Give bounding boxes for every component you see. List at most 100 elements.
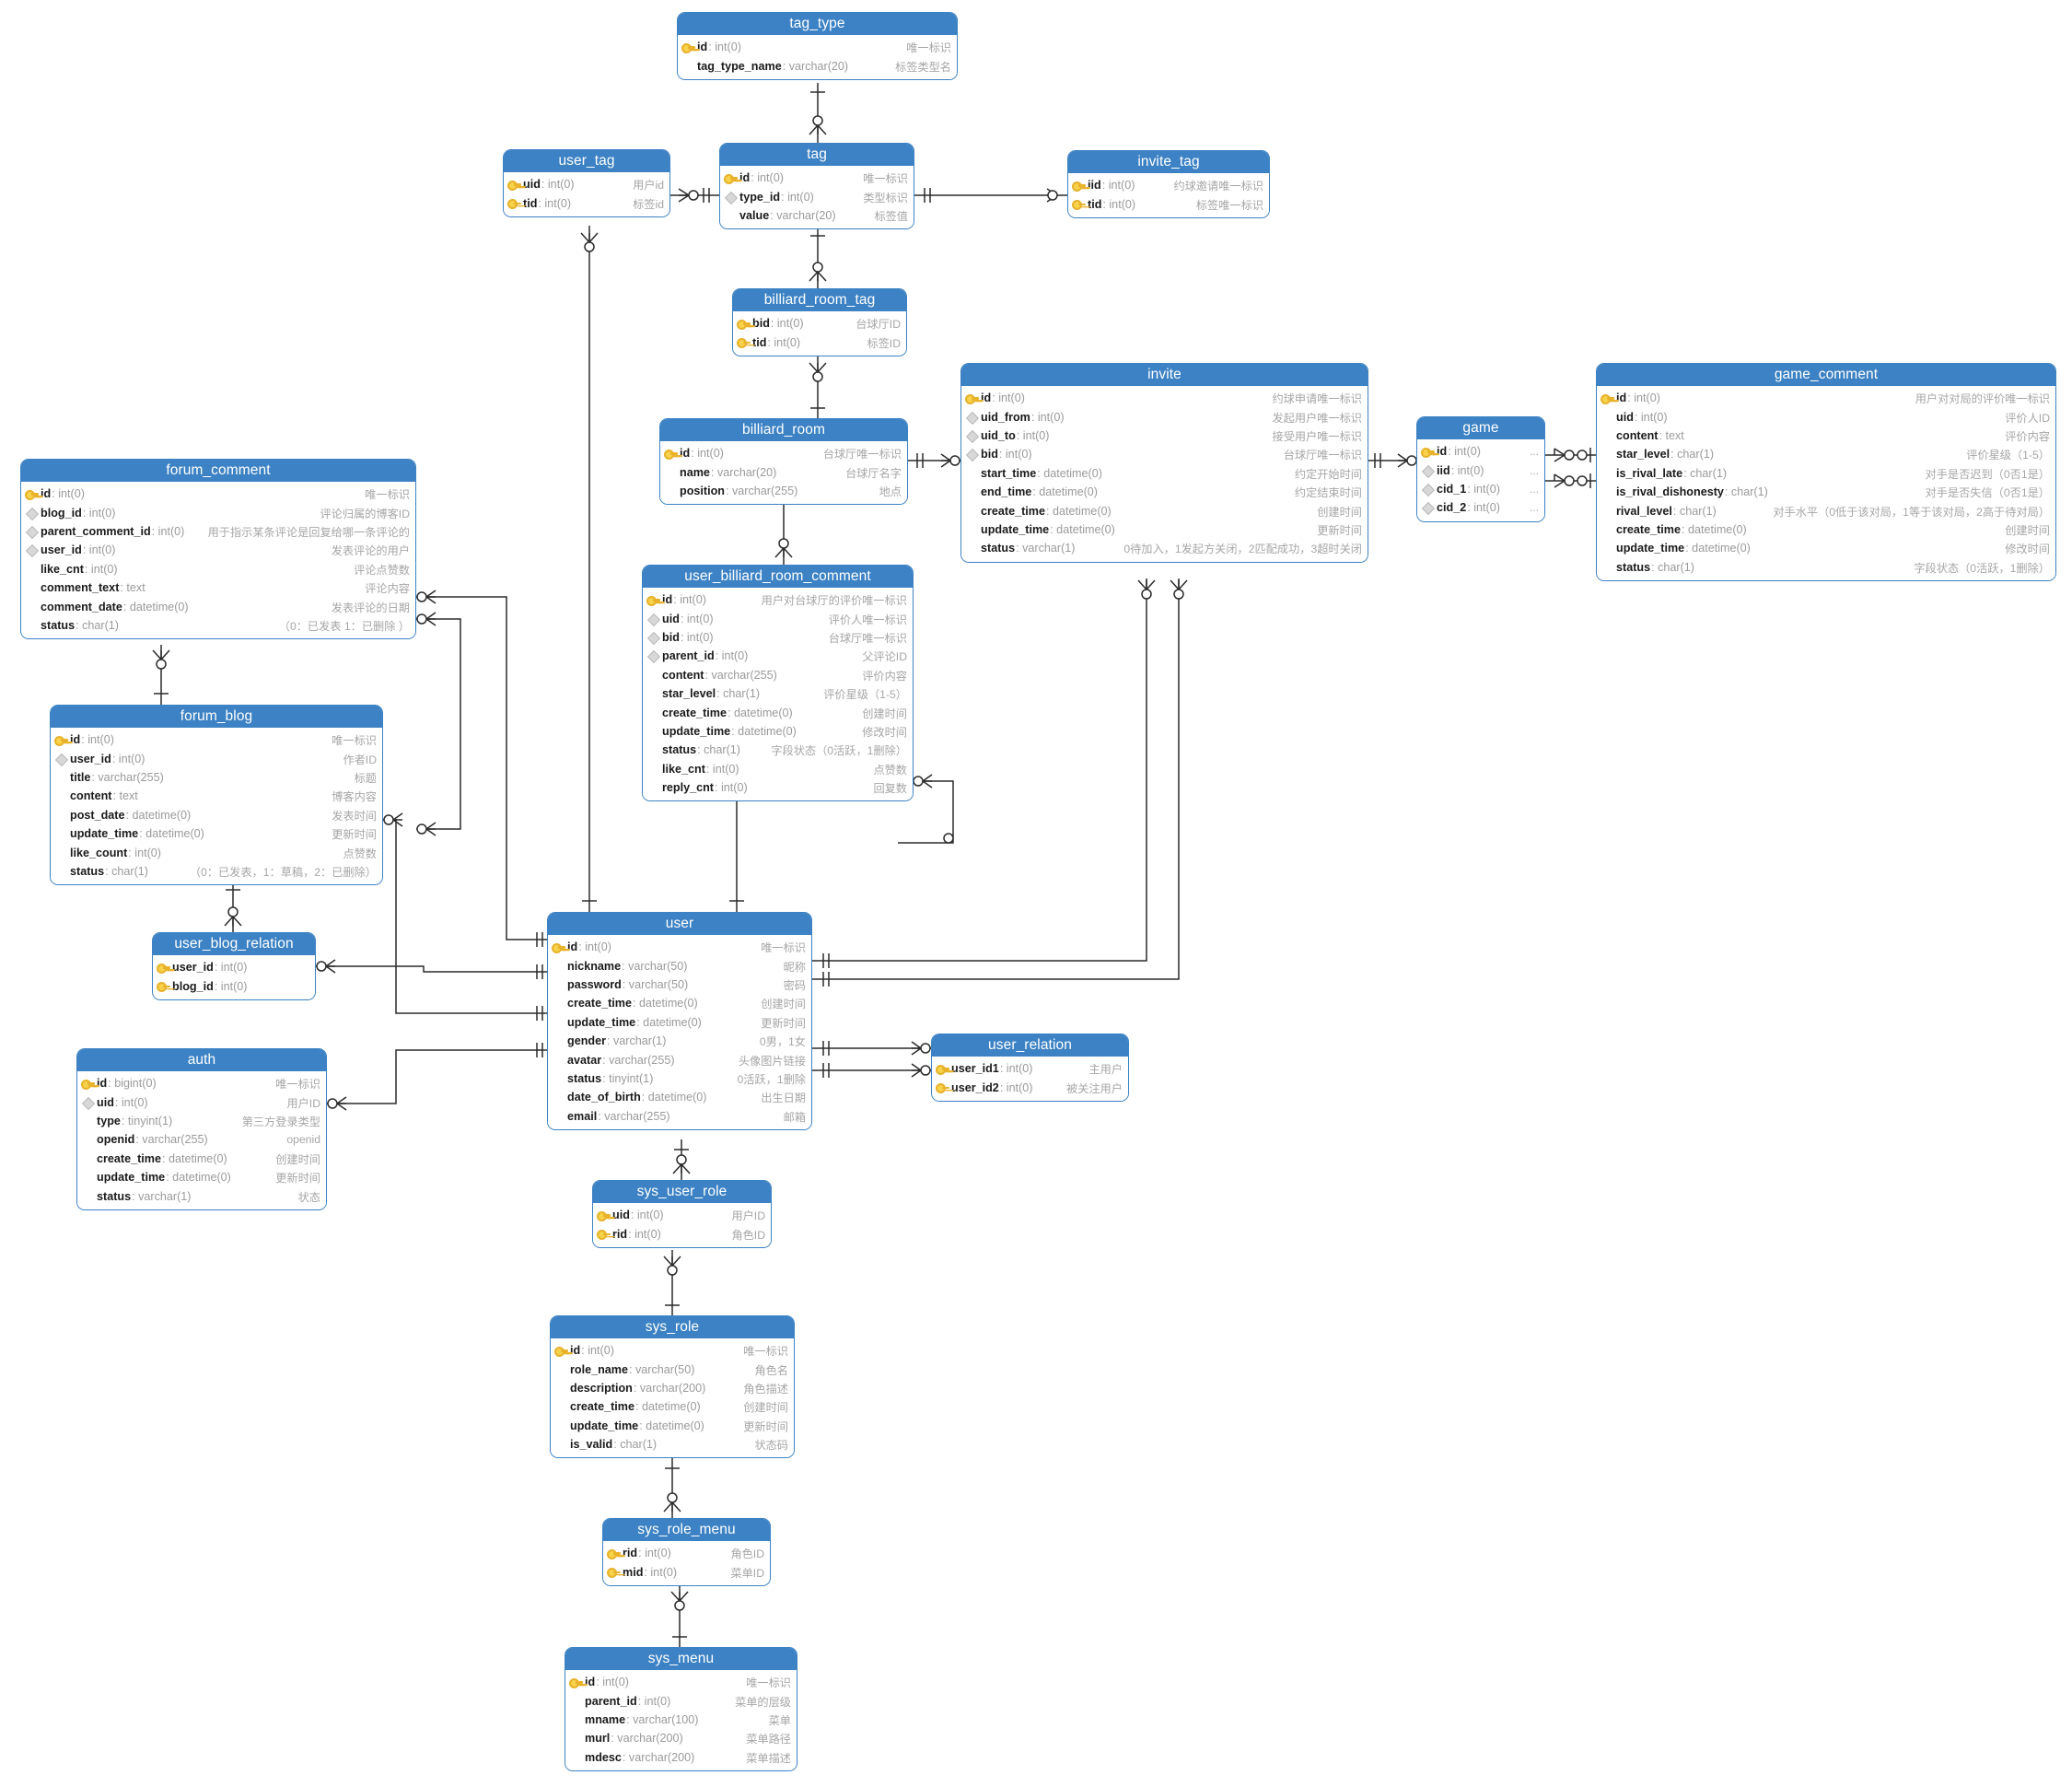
- attribute-row[interactable]: password: varchar(50)密码: [548, 975, 811, 994]
- attribute-row[interactable]: tag_type_name: varchar(20)标签类型名: [678, 56, 957, 75]
- attribute-row[interactable]: blog_id: int(0): [153, 976, 315, 995]
- attribute-row[interactable]: star_level: char(1)评价星级（1-5）: [1597, 445, 2055, 463]
- attribute-row[interactable]: uid: int(0)评价人ID: [1597, 407, 2055, 426]
- attribute-row[interactable]: bid: int(0)台球厅唯一标识: [961, 445, 1368, 463]
- attribute-row[interactable]: id: int(0)唯一标识: [551, 1341, 794, 1360]
- attribute-row[interactable]: iid: int(0)约球邀请唯一标识: [1068, 176, 1269, 194]
- attribute-row[interactable]: rid: int(0)角色ID: [603, 1544, 770, 1562]
- attribute-row[interactable]: id: int(0)...: [1417, 442, 1544, 461]
- attribute-row[interactable]: reply_cnt: int(0)回复数: [643, 778, 913, 797]
- attribute-row[interactable]: parent_comment_id: int(0)用于指示某条评论是回复给哪一条…: [21, 522, 415, 541]
- attribute-row[interactable]: email: varchar(255)邮箱: [548, 1107, 811, 1126]
- attribute-row[interactable]: update_time: datetime(0)更新时间: [961, 520, 1368, 539]
- attribute-row[interactable]: star_level: char(1)评价星级（1-5）: [643, 684, 913, 703]
- attribute-row[interactable]: id: int(0)唯一标识: [678, 38, 957, 56]
- attribute-row[interactable]: id: bigint(0)唯一标识: [77, 1074, 326, 1092]
- attribute-row[interactable]: status: char(1)（0：已发表 1：已删除 ）: [21, 616, 415, 635]
- attribute-row[interactable]: start_time: datetime(0)约定开始时间: [961, 464, 1368, 483]
- attribute-row[interactable]: rid: int(0)角色ID: [593, 1224, 771, 1243]
- attribute-row[interactable]: position: varchar(255)地点: [660, 482, 907, 500]
- attribute-row[interactable]: type: tinyint(1)第三方登录类型: [77, 1112, 326, 1130]
- attribute-row[interactable]: murl: varchar(200)菜单路径: [565, 1729, 797, 1747]
- attribute-row[interactable]: update_time: datetime(0)更新时间: [77, 1168, 326, 1186]
- attribute-row[interactable]: uid_to: int(0)接受用户唯一标识: [961, 426, 1368, 445]
- attribute-row[interactable]: user_id2: int(0)被关注用户: [932, 1078, 1128, 1096]
- attribute-row[interactable]: name: varchar(20)台球厅名字: [660, 462, 907, 481]
- attribute-row[interactable]: role_name: varchar(50)角色名: [551, 1360, 794, 1378]
- attribute-row[interactable]: user_id: int(0)作者ID: [51, 749, 382, 767]
- attribute-row[interactable]: tid: int(0)标签ID: [733, 333, 906, 351]
- attribute-row[interactable]: update_time: datetime(0)修改时间: [643, 722, 913, 741]
- attribute-row[interactable]: id: int(0)唯一标识: [565, 1673, 797, 1691]
- attribute-row[interactable]: id: int(0)唯一标识: [51, 730, 382, 749]
- attribute-row[interactable]: parent_id: int(0)父评论ID: [643, 647, 913, 665]
- attribute-row[interactable]: iid: int(0)...: [1417, 461, 1544, 479]
- attribute-row[interactable]: is_rival_dishonesty: char(1)对手是否失信（0否1是）: [1597, 483, 2055, 501]
- attribute-row[interactable]: update_time: datetime(0)更新时间: [51, 824, 382, 843]
- attribute-row[interactable]: status: char(1)（0：已发表，1：草稿，2：已删除）: [51, 862, 382, 881]
- attribute-row[interactable]: title: varchar(255)标题: [51, 768, 382, 787]
- attribute-row[interactable]: user_id: int(0)发表评论的用户: [21, 541, 415, 559]
- attribute-row[interactable]: comment_date: datetime(0)发表评论的日期: [21, 597, 415, 615]
- attribute-row[interactable]: user_id1: int(0)主用户: [932, 1059, 1128, 1078]
- attribute-row[interactable]: like_cnt: int(0)评论点赞数: [21, 560, 415, 578]
- attribute-row[interactable]: mdesc: varchar(200)菜单描述: [565, 1748, 797, 1767]
- attribute-row[interactable]: create_time: datetime(0)创建时间: [77, 1150, 326, 1168]
- attribute-row[interactable]: status: varchar(1)0待加入，1发起方关闭，2匹配成功，3超时关…: [961, 539, 1368, 557]
- attribute-row[interactable]: user_id: int(0): [153, 958, 315, 976]
- attribute-row[interactable]: id: int(0)台球厅唯一标识: [660, 444, 907, 462]
- attribute-row[interactable]: is_rival_late: char(1)对手是否迟到（0否1是）: [1597, 464, 2055, 483]
- attribute-row[interactable]: id: int(0)唯一标识: [21, 485, 415, 503]
- attribute-row[interactable]: id: int(0)用户对台球厅的评价唯一标识: [643, 590, 913, 609]
- attribute-row[interactable]: update_time: datetime(0)修改时间: [1597, 539, 2055, 557]
- attribute-row[interactable]: description: varchar(200)角色描述: [551, 1379, 794, 1397]
- attribute-row[interactable]: uid: int(0)用户ID: [77, 1092, 326, 1111]
- attribute-row[interactable]: uid: int(0)用户id: [504, 175, 669, 193]
- attribute-row[interactable]: like_count: int(0)点赞数: [51, 843, 382, 861]
- attribute-row[interactable]: status: varchar(1)状态: [77, 1186, 326, 1205]
- attribute-row[interactable]: update_time: datetime(0)更新时间: [551, 1417, 794, 1435]
- attribute-row[interactable]: bid: int(0)台球厅ID: [733, 314, 906, 333]
- attribute-row[interactable]: value: varchar(20)标签值: [720, 206, 914, 225]
- attribute-row[interactable]: date_of_birth: datetime(0)出生日期: [548, 1088, 811, 1106]
- attribute-row[interactable]: type_id: int(0)类型标识: [720, 187, 914, 205]
- attribute-row[interactable]: post_date: datetime(0)发表时间: [51, 806, 382, 824]
- attribute-row[interactable]: like_cnt: int(0)点赞数: [643, 760, 913, 778]
- attribute-row[interactable]: uid: int(0)用户ID: [593, 1206, 771, 1224]
- attribute-row[interactable]: bid: int(0)台球厅唯一标识: [643, 628, 913, 647]
- attribute-row[interactable]: id: int(0)唯一标识: [548, 938, 811, 956]
- attribute-row[interactable]: uid_from: int(0)发起用户唯一标识: [961, 407, 1368, 426]
- attribute-row[interactable]: mid: int(0)菜单ID: [603, 1562, 770, 1581]
- attribute-row[interactable]: rival_level: char(1)对手水平（0低于该对局，1等于该对局，2…: [1597, 501, 2055, 520]
- attribute-row[interactable]: status: char(1)字段状态（0活跃，1删除）: [643, 741, 913, 759]
- attribute-row[interactable]: avatar: varchar(255)头像图片链接: [548, 1050, 811, 1069]
- attribute-row[interactable]: gender: varchar(1)0男，1女: [548, 1032, 811, 1050]
- attribute-row[interactable]: is_valid: char(1)状态码: [551, 1435, 794, 1454]
- attribute-row[interactable]: create_time: datetime(0)创建时间: [643, 703, 913, 721]
- attribute-row[interactable]: blog_id: int(0)评论归属的博客ID: [21, 503, 415, 521]
- attribute-row[interactable]: tid: int(0)标签唯一标识: [1068, 194, 1269, 213]
- attribute-row[interactable]: id: int(0)用户对对局的评价唯一标识: [1597, 389, 2055, 407]
- attribute-row[interactable]: id: int(0)约球申请唯一标识: [961, 389, 1368, 407]
- attribute-row[interactable]: end_time: datetime(0)约定结束时间: [961, 483, 1368, 501]
- attribute-row[interactable]: id: int(0)唯一标识: [720, 169, 914, 187]
- attribute-row[interactable]: create_time: datetime(0)创建时间: [961, 501, 1368, 520]
- attribute-row[interactable]: create_time: datetime(0)创建时间: [1597, 520, 2055, 539]
- attribute-row[interactable]: openid: varchar(255)openid: [77, 1130, 326, 1149]
